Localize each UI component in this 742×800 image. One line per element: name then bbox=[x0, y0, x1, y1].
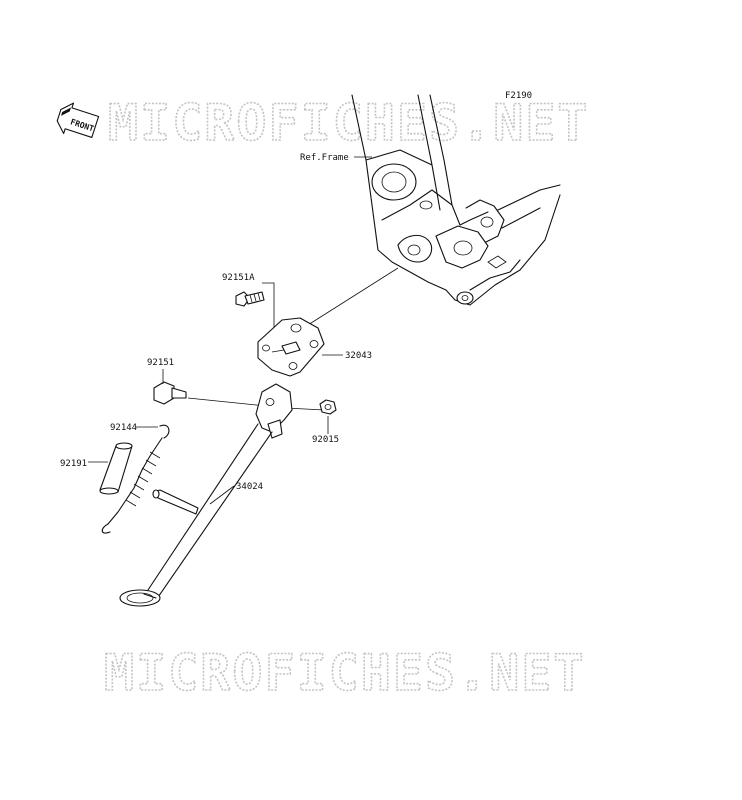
part-92151A-bolt[interactable] bbox=[235, 291, 265, 307]
part-34024-side-stand[interactable] bbox=[119, 383, 293, 607]
front-arrow-icon: FRONT bbox=[56, 102, 100, 138]
part-label-92144: 92144 bbox=[110, 423, 137, 433]
ref-frame-label: Ref.Frame bbox=[300, 153, 349, 163]
part-92144-spring[interactable] bbox=[101, 424, 170, 534]
part-32043-bracket[interactable] bbox=[257, 317, 325, 377]
watermark-top: MICROFICHES.NET bbox=[108, 94, 590, 152]
watermark-bottom: MICROFICHES.NET bbox=[104, 644, 586, 702]
figure-code: F2190 bbox=[505, 91, 532, 101]
part-92015-nut[interactable] bbox=[319, 399, 337, 415]
part-92191-sleeve[interactable] bbox=[99, 442, 133, 495]
frame-illustration bbox=[351, 94, 561, 306]
part-label-92151: 92151 bbox=[147, 358, 174, 368]
part-label-92015: 92015 bbox=[312, 435, 339, 445]
part-92151-bolt[interactable] bbox=[153, 381, 187, 405]
part-label-32043: 32043 bbox=[345, 351, 372, 361]
part-label-92191: 92191 bbox=[60, 459, 87, 469]
part-label-34024: 34024 bbox=[236, 482, 263, 492]
part-label-92151A: 92151A bbox=[222, 273, 255, 283]
